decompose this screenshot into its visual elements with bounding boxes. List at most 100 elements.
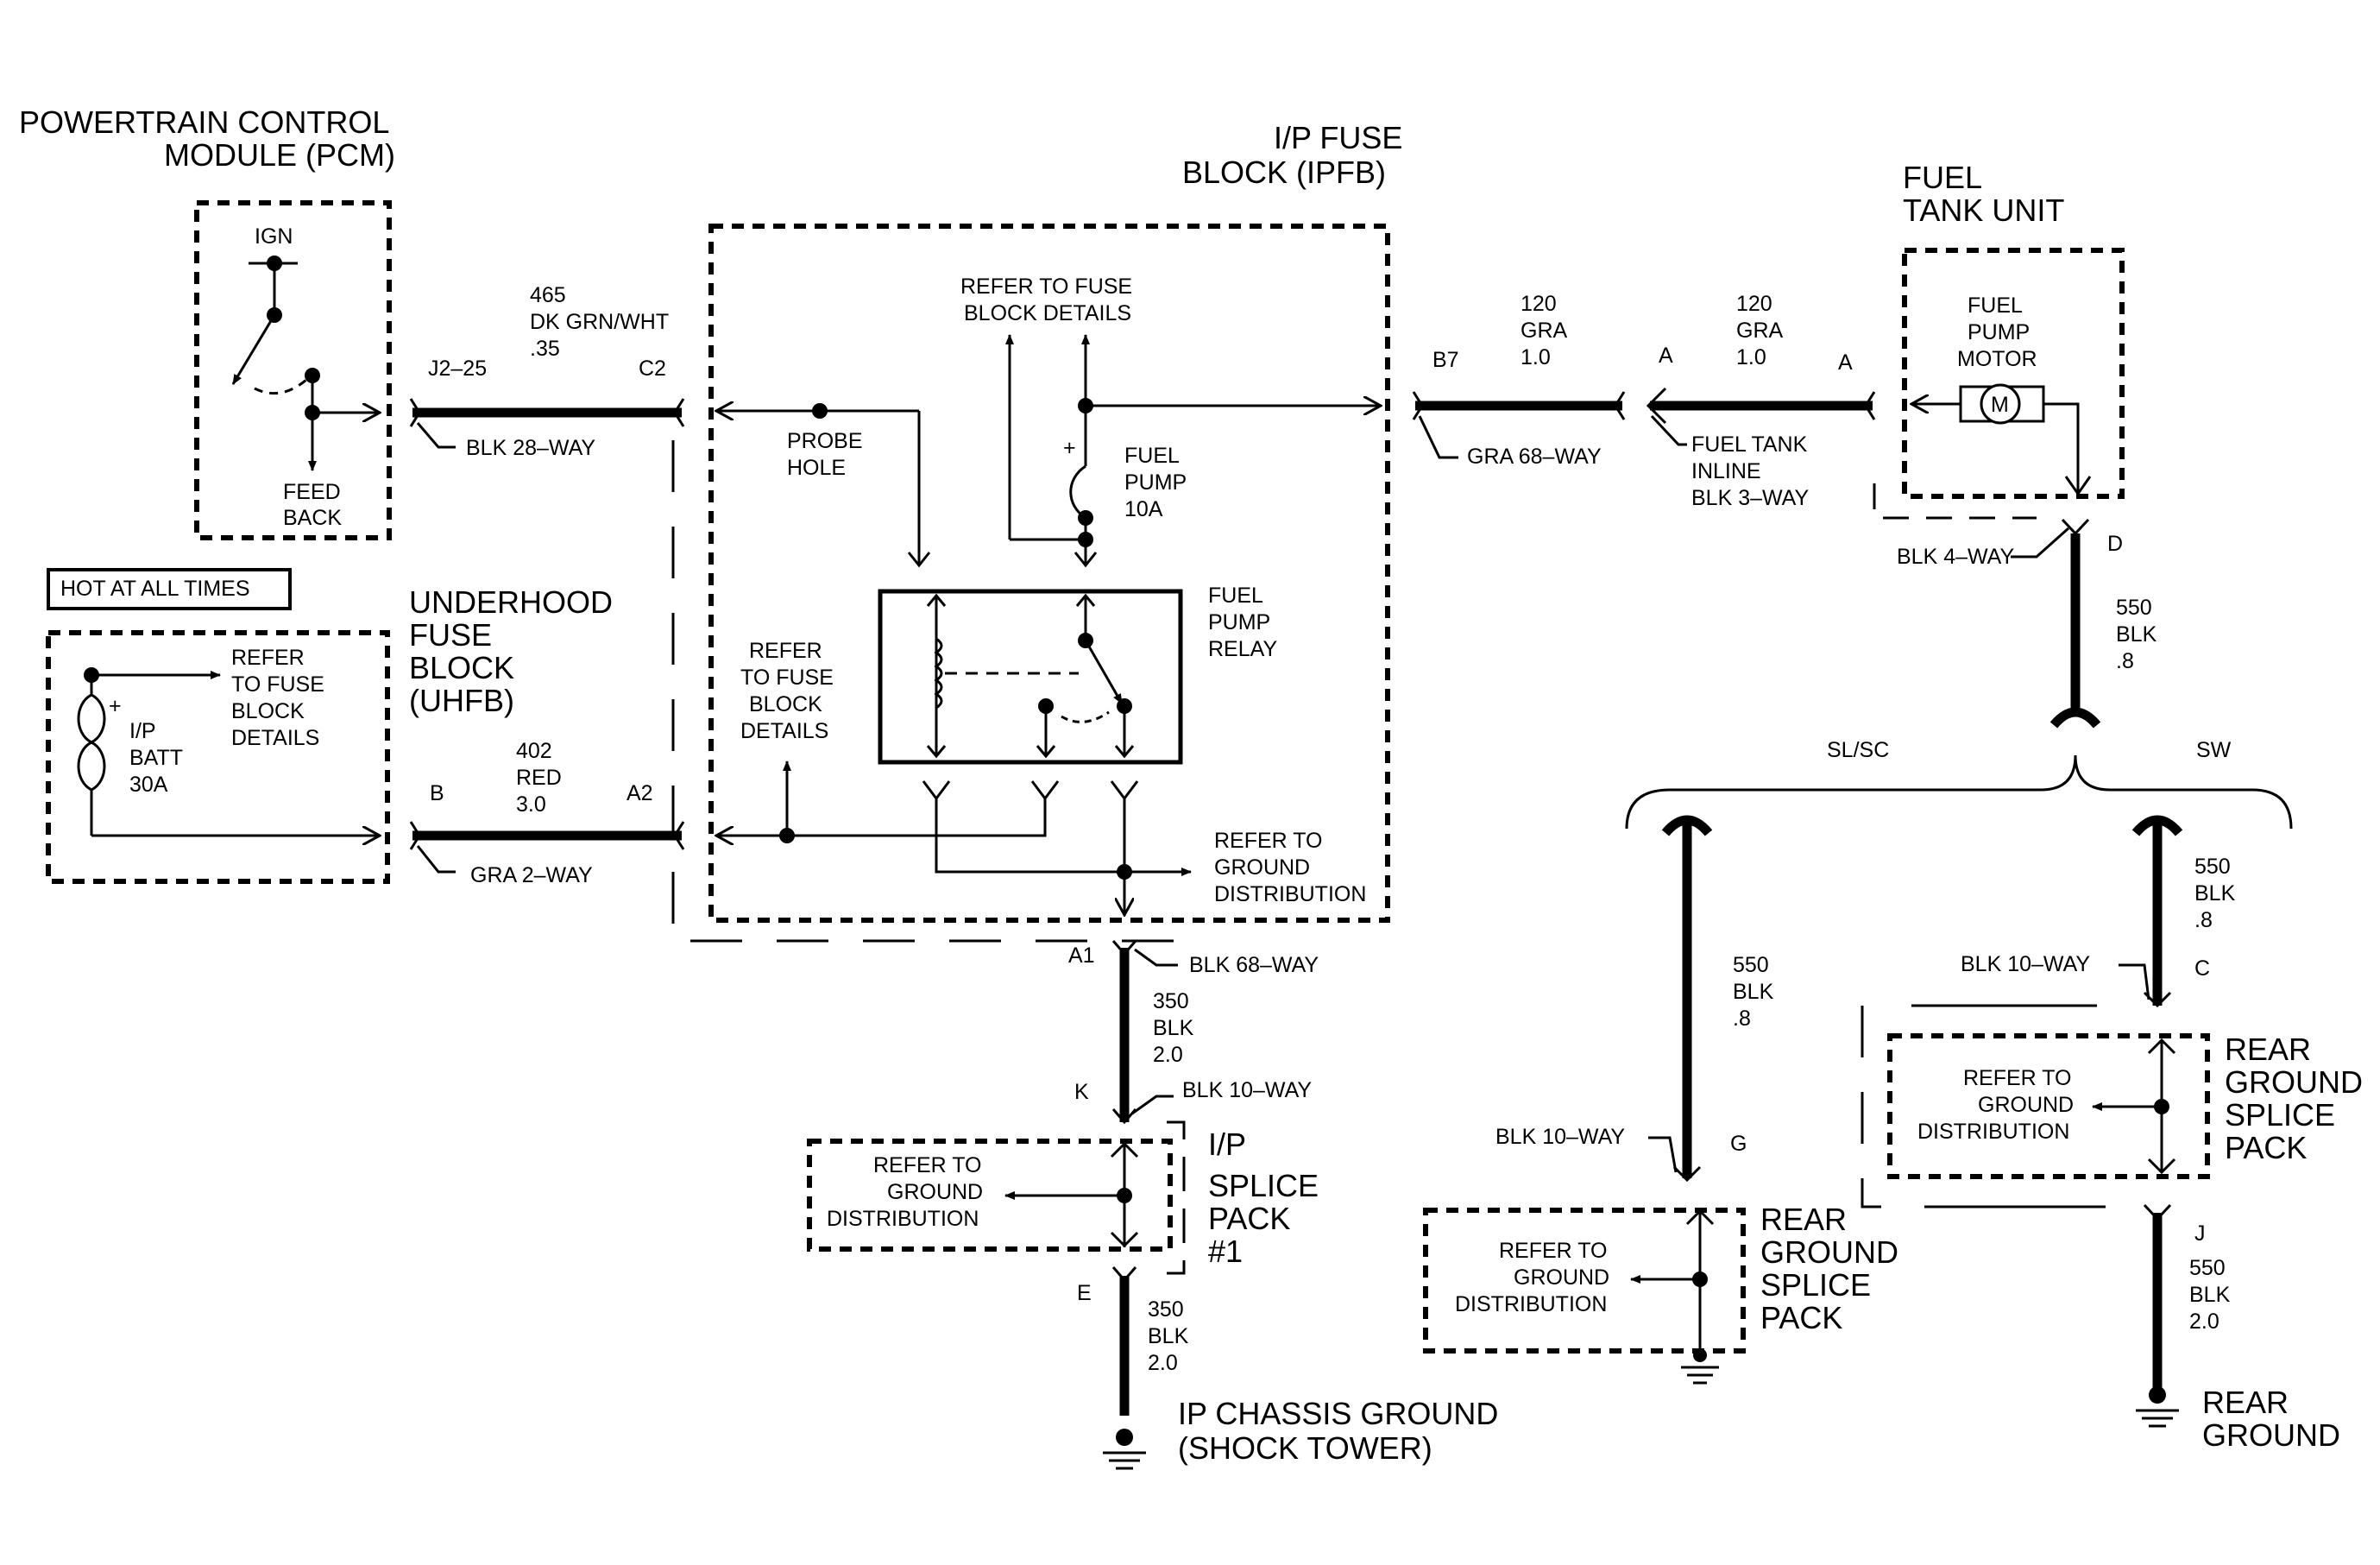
ip-splice-connector-dash (1167, 1120, 1186, 1275)
rear-ground-line2: GROUND (2202, 1417, 2340, 1453)
wire-120a-pin: B7 (1432, 348, 1459, 372)
ign-switch-blade (231, 314, 276, 385)
fuel-tank-connector: BLK 4–WAY (1897, 545, 2014, 569)
relay-coil (934, 637, 943, 710)
relay-nc-term (1036, 745, 1056, 759)
wire-465-pin-right: C2 (639, 357, 666, 381)
fuel-tank-title-line1: FUEL (1903, 160, 1982, 195)
branch-left: SL/SC (1827, 738, 1889, 762)
ip-splice-refer-line3: DISTRIBUTION (827, 1207, 979, 1231)
uhfb-fuse-line3: 30A (129, 773, 168, 797)
ip-ground-line2: (SHOCK TOWER) (1178, 1430, 1432, 1466)
wire-120b-conn-line2: INLINE (1691, 459, 1761, 483)
ip-splice-refer-line1: REFER TO (873, 1153, 982, 1177)
wire-465-connector-leader (416, 422, 456, 449)
ip-chassis-ground-icon (1103, 1451, 1146, 1470)
ipfb-fuse-line1: FUEL (1124, 444, 1180, 468)
uhfb-section: HOT AT ALL TIMES UNDERHOOD FUSE BLOCK (U… (46, 568, 613, 884)
wire-120b-conn-line3: BLK 3–WAY (1691, 486, 1809, 510)
wire-550-top-size: .8 (2116, 649, 2134, 673)
uhfb-fuse-line2: BATT (129, 746, 183, 770)
wire-120b-terminals (1646, 387, 1876, 425)
fuel-tank-title-line2: TANK UNIT (1903, 192, 2064, 228)
wire-120b-pin-left: A (1659, 344, 1673, 368)
ipfb-title-line1: I/P FUSE (1274, 120, 1402, 155)
refer-left-line3: BLOCK (749, 692, 822, 716)
ip-splice-line1: I/P (1208, 1126, 1246, 1162)
ipfb-ground-line3: DISTRIBUTION (1214, 882, 1366, 906)
ip-batt-fuse-bottom (77, 741, 106, 792)
rear-right-connector-dash (1861, 1006, 1881, 1208)
wire-550-bottom-num: 550 (2189, 1256, 2226, 1280)
ipfb-fuse-plus: + (1063, 436, 1076, 460)
wire-350-top-size: 2.0 (1153, 1043, 1183, 1067)
uhfb-refer-line4: DETAILS (231, 726, 319, 750)
probe-line2: HOLE (787, 456, 846, 480)
wire-120a-connector: GRA 68–WAY (1467, 445, 1602, 469)
wire-550-mid-pin: G (1730, 1132, 1747, 1156)
wire-465-pin-left: J2–25 (428, 357, 487, 381)
wire-550-top-color: BLK (2116, 622, 2157, 647)
uhfb-title-line2: FUSE (409, 617, 492, 653)
hot-at-all-times-label: HOT AT ALL TIMES (60, 577, 250, 601)
blk4way-leader (2011, 527, 2069, 558)
k-terminal (1111, 1108, 1137, 1125)
rear-ground-node (2149, 1386, 2166, 1404)
wire-550-right-term (2143, 991, 2172, 1008)
uhfb-refer-line1: REFER (231, 646, 305, 670)
ip-splice-box (807, 1139, 1173, 1252)
wire-402-connector-leader (416, 845, 456, 874)
wire-550-mid-num: 550 (1733, 953, 1769, 977)
motor-line1: FUEL (1968, 293, 2023, 318)
rear-left-refer-line1: REFER TO (1499, 1239, 1608, 1263)
rear-left-bus-term (1685, 1208, 1715, 1226)
uhfb-fuse-plus: + (109, 694, 122, 718)
fuel-tank-connector-dash (1873, 483, 2037, 520)
ip-batt-fuse-top (77, 693, 106, 744)
ipfb-refer-top-line2: BLOCK DETAILS (964, 301, 1131, 325)
ipfb-refer-top-line1: REFER TO FUSE (960, 275, 1132, 299)
rear-right-refer-line3: DISTRIBUTION (1917, 1120, 2069, 1144)
uhfb-title-line4: (UHFB) (409, 683, 514, 718)
rear-left-line3: SPLICE (1760, 1267, 1871, 1303)
branch-brace (1625, 754, 2293, 830)
rear-left-line2: GROUND (1760, 1234, 1898, 1270)
rear-splice-right-section: REFER TO GROUND DISTRIBUTION REAR GROUND… (1861, 1004, 2363, 1453)
probe-hole-node (812, 403, 828, 419)
wire-120a-num: 120 (1521, 292, 1557, 316)
ipfb-fuse-line3: 10A (1124, 497, 1163, 521)
wire-550-right-connector: BLK 10–WAY (1961, 952, 2090, 976)
uhfb-fuse-line1: I/P (129, 719, 156, 743)
ipfb-title-line2: BLOCK (IPFB) (1182, 155, 1386, 190)
relay-contact-term (1075, 593, 1096, 607)
rear-left-refer-line3: DISTRIBUTION (1455, 1292, 1607, 1316)
pcm-title-line2: MODULE (PCM) (164, 137, 395, 173)
wire-350-bottom-size: 2.0 (1148, 1351, 1178, 1375)
wire-550-branch: 550 BLK .8 SL/SC SW 550 BLK .8 BLK 10–WA… (1495, 533, 2293, 1183)
relay-bottom-terms (922, 780, 1139, 801)
wire-402-color: RED (516, 766, 562, 790)
fuse-relay-term (1074, 552, 1098, 568)
a1-leader (1134, 948, 1178, 967)
relay-coil-terms (926, 593, 947, 759)
wire-550-mid-term (1672, 1165, 1702, 1183)
motor-line2: PUMP (1968, 320, 2030, 344)
motor-ground-wire (2043, 402, 2080, 492)
rear-ground-line1: REAR (2202, 1385, 2289, 1420)
rear-right-refer-line1: REFER TO (1963, 1066, 2072, 1090)
relay-blade (1084, 640, 1124, 704)
uhfb-box (46, 630, 390, 884)
wire-550-top-break (2049, 707, 2101, 729)
rear-splice-left-section: REFER TO GROUND DISTRIBUTION REAR GROUND… (1423, 1202, 1898, 1385)
wire-350-top-num: 350 (1153, 989, 1189, 1013)
wire-550-mid-size: .8 (1733, 1007, 1751, 1031)
pcm-ign-label: IGN (255, 224, 293, 249)
ip-splice-line3: PACK (1208, 1201, 1290, 1236)
ip-ground-line1: IP CHASSIS GROUND (1178, 1396, 1498, 1431)
ip-splice-line4: #1 (1208, 1234, 1243, 1269)
relay-nc-dash (1061, 710, 1110, 723)
hot-at-all-times-box (47, 568, 292, 610)
wire-550-right-leader (2119, 963, 2150, 1000)
probe-relay-term (907, 552, 931, 568)
ip-splice-line2: SPLICE (1208, 1168, 1319, 1203)
